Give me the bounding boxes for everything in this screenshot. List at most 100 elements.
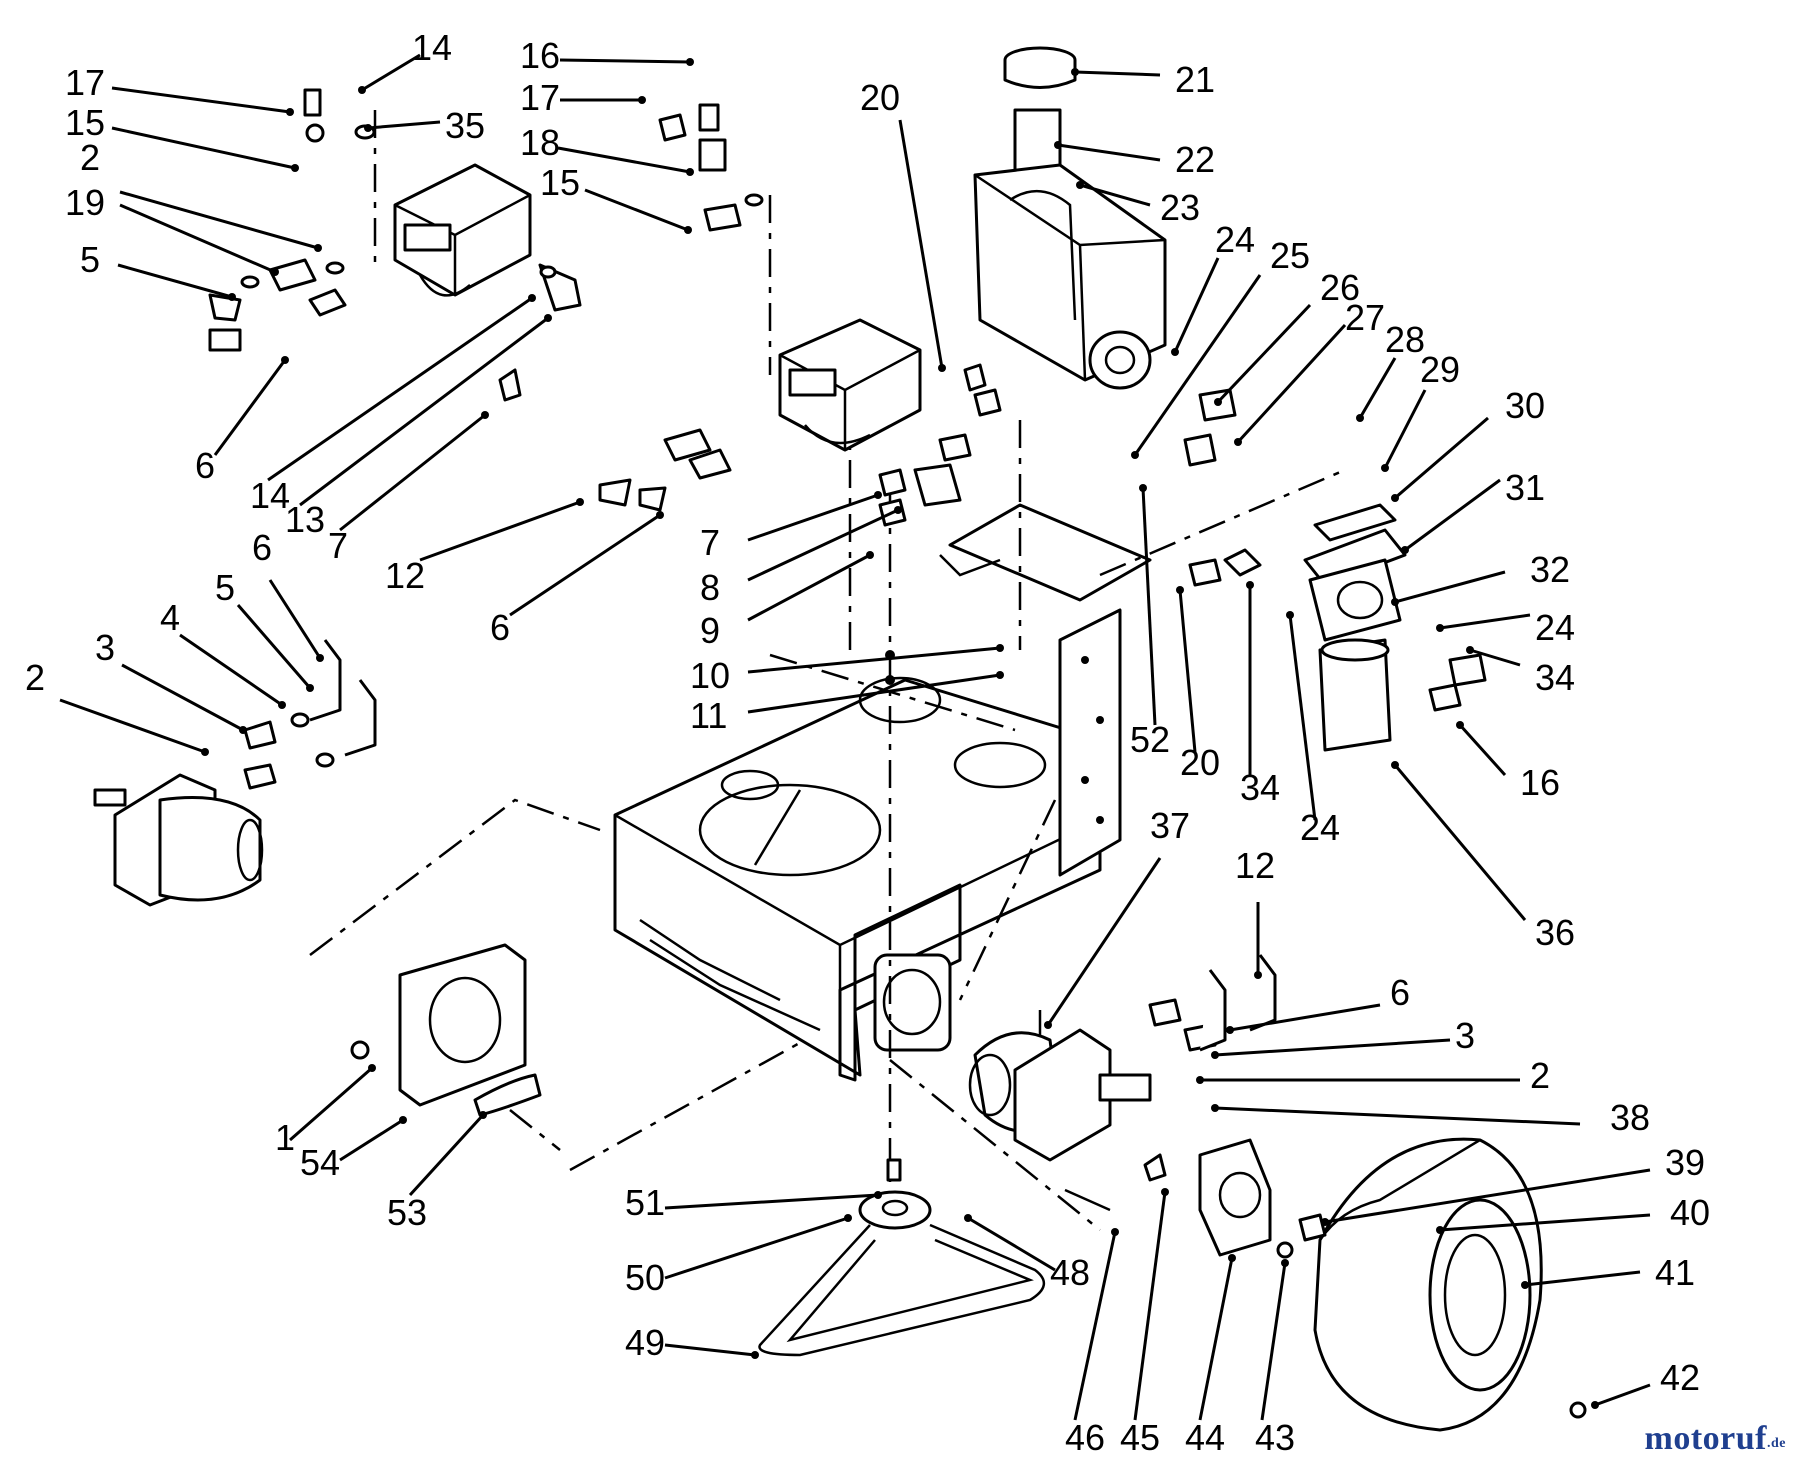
callout-leader-dot [1111,1228,1119,1236]
left-wheel-motor [93,639,377,907]
callout-label: 54 [300,1142,340,1183]
callout-leader-dot [894,506,902,514]
callout-leader-line [1594,1383,1651,1407]
callout-leader-line [1046,857,1162,1026]
chassis-frame [613,503,1152,1082]
callout-leader-dot [1286,611,1294,619]
callout-label: 26 [1320,267,1360,308]
callout-leader-line [1133,274,1262,456]
callout-44: 44 [1185,1254,1236,1458]
callout-leader-line [361,53,421,92]
callout-leader-dot [306,684,314,692]
callout-label: 42 [1660,1357,1700,1398]
callout-24: 24 [1171,219,1255,356]
callout-label: 24 [1300,807,1340,848]
callout-54: 54 [300,1116,407,1183]
callout-leader-dot [1171,348,1179,356]
callout-label: 51 [625,1182,665,1223]
callout-label: 13 [285,499,325,540]
callout-leader-dot [1401,546,1409,554]
callout-label: 45 [1120,1417,1160,1458]
callout-leader-dot [358,86,366,94]
callout-leader-dot [316,654,324,662]
callout-15: 15 [65,102,299,172]
center-control-valve [598,103,1002,685]
callout-leader-dot [874,491,882,499]
callout-24: 24 [1286,611,1340,848]
callout-4: 4 [160,597,286,709]
callout-label: 20 [860,77,900,118]
callout-label: 5 [80,239,100,280]
callout-label: 48 [1050,1252,1090,1293]
callout-leader-dot [576,498,584,506]
callout-6: 6 [490,511,664,648]
callout-14: 14 [358,27,452,94]
callout-29: 29 [1381,349,1460,472]
callout-label: 8 [700,567,720,608]
callout-leader-dot [866,551,874,559]
callout-28: 28 [1356,319,1425,422]
callout-leader-dot [751,1351,759,1359]
callout-39: 39 [1321,1142,1705,1226]
callout-leader-dot [656,511,664,519]
callout-leader-dot [1356,414,1364,422]
callout-leader-line [747,493,879,542]
callout-label: 34 [1240,767,1280,808]
callout-label: 28 [1385,319,1425,360]
callout-leader-dot [1466,646,1474,654]
callout-leader-line [557,146,691,174]
callout-16: 16 [520,35,694,76]
callout-51: 51 [625,1182,882,1223]
callout-53: 53 [387,1111,487,1233]
callout-leader-line [1214,1038,1451,1057]
wheel-and-tire [1064,1137,1587,1432]
upper-left-control-valve [208,88,582,402]
callout-leader-dot [291,164,299,172]
watermark-logo: motoruf.de [1645,1420,1786,1458]
callout-leader-dot [686,168,694,176]
callout-label: 9 [700,610,720,651]
callout-leader-line [559,58,691,64]
pulley-and-belt [758,1158,1045,1357]
callout-label: 7 [328,525,348,566]
callout-3: 3 [95,627,247,734]
callout-leader-line [747,553,871,622]
callout-leader-dot [1161,1188,1169,1196]
callout-leader-line [1133,1191,1167,1421]
callout-leader-dot [1381,464,1389,472]
callout-leader-line [747,673,1001,714]
callout-23: 23 [1076,181,1200,228]
callout-label: 49 [625,1322,665,1363]
callout-leader-dot [281,356,289,364]
callout-label: 21 [1175,59,1215,100]
callout-label: 12 [385,555,425,596]
callout-32: 32 [1391,549,1570,606]
callout-leader-line [111,126,296,170]
callout-18: 18 [520,122,694,176]
callout-leader-line [1074,70,1161,77]
callout-22: 22 [1054,139,1215,180]
callout-label: 22 [1175,139,1215,180]
callout-17: 17 [520,77,646,118]
callout-41: 41 [1521,1252,1695,1293]
callout-46: 46 [1065,1228,1119,1458]
callout-leader-dot [399,1116,407,1124]
callout-leader-line [1236,323,1347,444]
callout-leader-dot [1591,1401,1599,1409]
callout-leader-line [664,1343,756,1357]
callout-24: 24 [1436,607,1575,648]
callout-label: 53 [387,1192,427,1233]
callout-leader-dot [996,644,1004,652]
callout-leader-line [1394,570,1506,604]
callout-6: 6 [195,356,289,486]
callout-leader-dot [1436,1226,1444,1234]
callout-leader-line [1260,1262,1287,1421]
callout-label: 6 [1390,972,1410,1013]
callout-leader-dot [1076,181,1084,189]
callout-label: 15 [65,102,105,143]
callout-leader-dot [1131,451,1139,459]
callout-leader-dot [938,364,946,372]
callout-12: 12 [1235,845,1275,979]
callout-9: 9 [700,551,874,651]
callout-45: 45 [1120,1188,1169,1458]
